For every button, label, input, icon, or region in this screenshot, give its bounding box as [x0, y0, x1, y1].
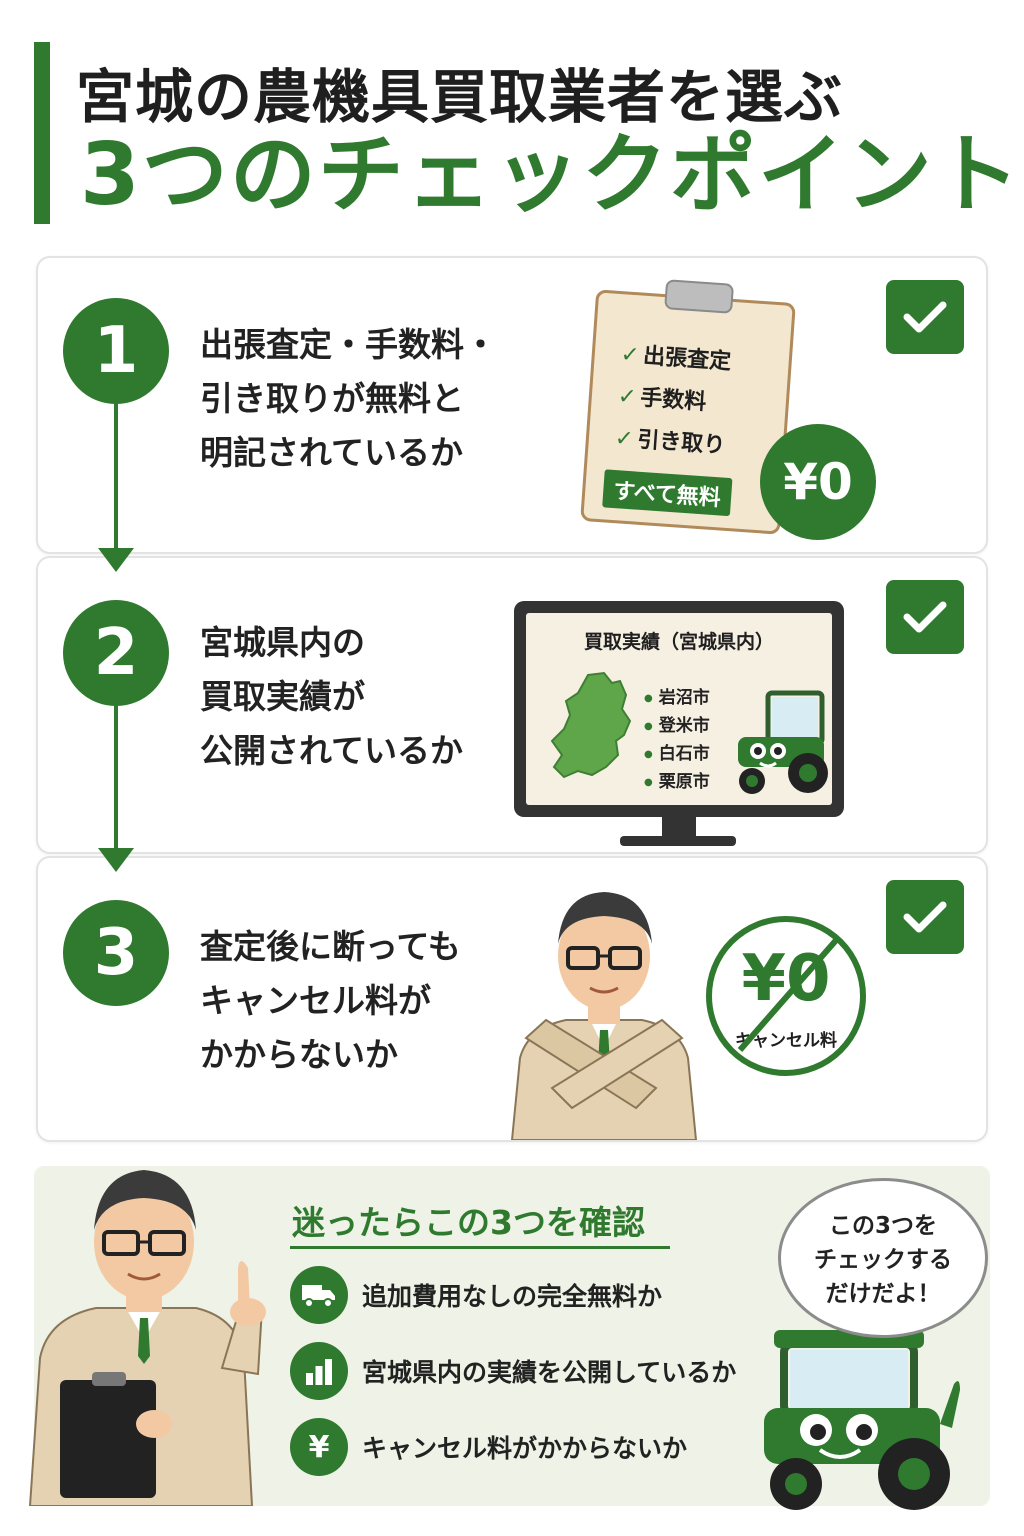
summary-heading: 迷ったらこの3つを確認: [292, 1203, 645, 1242]
checkbox-checked-icon: [886, 280, 964, 354]
step-text-1: 出張査定・手数料・ 引き取りが無料と 明記されているか: [200, 325, 497, 472]
clipboard-item: ✓手数料: [617, 384, 708, 416]
monitor-base: [620, 836, 736, 846]
strike-through-icon: [737, 936, 841, 1052]
city-list-item: 栗原市: [644, 767, 710, 792]
step-card-2: [36, 556, 988, 854]
step-connector-2: [114, 660, 118, 852]
tractor-mascot-icon: [764, 1330, 960, 1510]
summary-item-text: 宮城県内の実績を公開しているか: [362, 1358, 737, 1387]
step-number-3: 3: [63, 900, 169, 1006]
monitor-illustration: 買取実績（宮城県内） 岩沼市 登米市 白石市 栗原市: [514, 601, 844, 817]
checkbox-checked-icon: [886, 880, 964, 954]
zero-yen-badge: ¥0: [760, 424, 876, 540]
bar-chart-icon: [290, 1342, 348, 1400]
city-list-item: 岩沼市: [644, 683, 710, 708]
tractor-mascot-icon: [738, 690, 828, 794]
monitor-stand: [662, 816, 696, 838]
man-pointing-illustration: [28, 1170, 266, 1506]
truck-icon: [290, 1266, 348, 1324]
all-free-badge: すべて無料: [602, 469, 733, 517]
summary-item-text: 追加費用なしの完全無料か: [362, 1282, 663, 1311]
cancel-fee-value: ¥0: [741, 942, 831, 1016]
clipboard-item: ✓引き取り: [614, 426, 727, 459]
speech-bubble: この3つを チェックする だけだよ！: [778, 1178, 988, 1338]
monitor-screen: 買取実績（宮城県内） 岩沼市 登米市 白石市 栗原市: [526, 613, 832, 805]
check-icon: ✓: [614, 426, 635, 453]
yen-icon: ¥: [290, 1418, 348, 1476]
step-number-1: 1: [63, 298, 169, 404]
miyagi-map-icon: [550, 671, 632, 779]
monitor-title: 買取実績（宮城県内）: [583, 631, 774, 653]
speech-bubble-text: この3つを チェックする だけだよ！: [814, 1213, 952, 1307]
page-subtitle: 3つのチェックポイント: [80, 125, 1022, 225]
checkbox-checked-icon: [886, 580, 964, 654]
arrow-down-icon: [98, 848, 134, 872]
man-crossing-arms-illustration: [510, 892, 698, 1140]
arrow-down-icon: [98, 548, 134, 572]
summary-item-text: キャンセル料がかからないか: [362, 1434, 688, 1463]
step-connector-1: [114, 360, 118, 552]
check-icon: ✓: [619, 342, 641, 369]
step-text-2: 宮城県内の 買取実績が 公開されているか: [200, 623, 464, 770]
no-cancel-fee-stamp: ¥0 キャンセル料: [706, 916, 866, 1076]
summary-underline: [290, 1246, 670, 1249]
city-list-item: 登米市: [644, 711, 710, 736]
page-title: 宮城の農機具買取業者を選ぶ: [76, 63, 844, 131]
summary-item: 宮城県内の実績を公開しているか: [290, 1342, 736, 1400]
summary-item: 追加費用なしの完全無料か: [290, 1266, 662, 1324]
step-text-3: 査定後に断っても キャンセル料が かからないか: [200, 927, 461, 1074]
step-number-2: 2: [63, 600, 169, 706]
cancel-fee-label: キャンセル料: [735, 1031, 837, 1051]
title-accent-bar: [34, 42, 50, 224]
city-list-item: 白石市: [644, 739, 710, 764]
clipboard-item: ✓出張査定: [619, 342, 732, 375]
check-icon: ✓: [617, 384, 638, 411]
clipboard-clip-icon: [664, 279, 735, 314]
summary-item: ¥ キャンセル料がかからないか: [290, 1418, 687, 1476]
